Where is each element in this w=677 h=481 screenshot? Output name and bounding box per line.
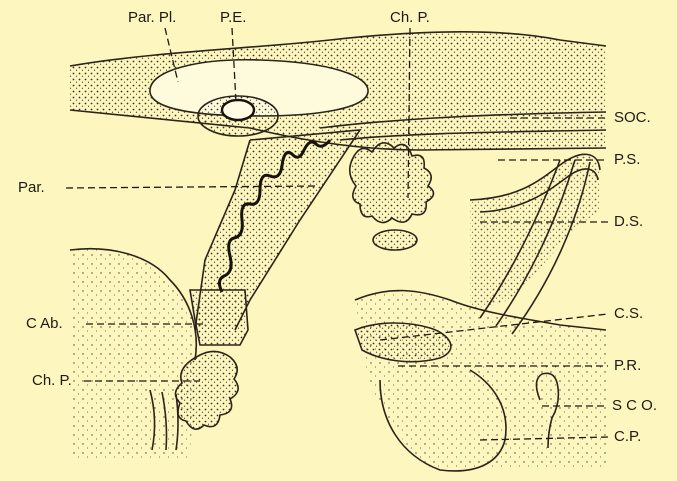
label-ds: D.S. [614, 214, 643, 229]
label-pr: P.R. [614, 358, 641, 373]
label-ps: P.S. [614, 152, 640, 167]
label-ch-p-left: Ch. P. [32, 373, 72, 388]
label-sco: S C O. [612, 398, 657, 413]
label-ch-p-top: Ch. P. [390, 10, 430, 25]
label-cs: C.S. [614, 306, 643, 321]
label-par-pl: Par. Pl. [128, 10, 176, 25]
parietal-eye [198, 96, 278, 136]
dorsal-sac [470, 154, 600, 334]
label-par: Par. [18, 180, 45, 195]
choroid-plexus-folds [350, 143, 434, 250]
label-pe: P.E. [220, 10, 246, 25]
label-soc: SOC. [614, 110, 651, 125]
label-c-ab: C Ab. [26, 316, 63, 331]
right-lower-mass [355, 291, 606, 471]
label-cp: C.P. [614, 429, 641, 444]
